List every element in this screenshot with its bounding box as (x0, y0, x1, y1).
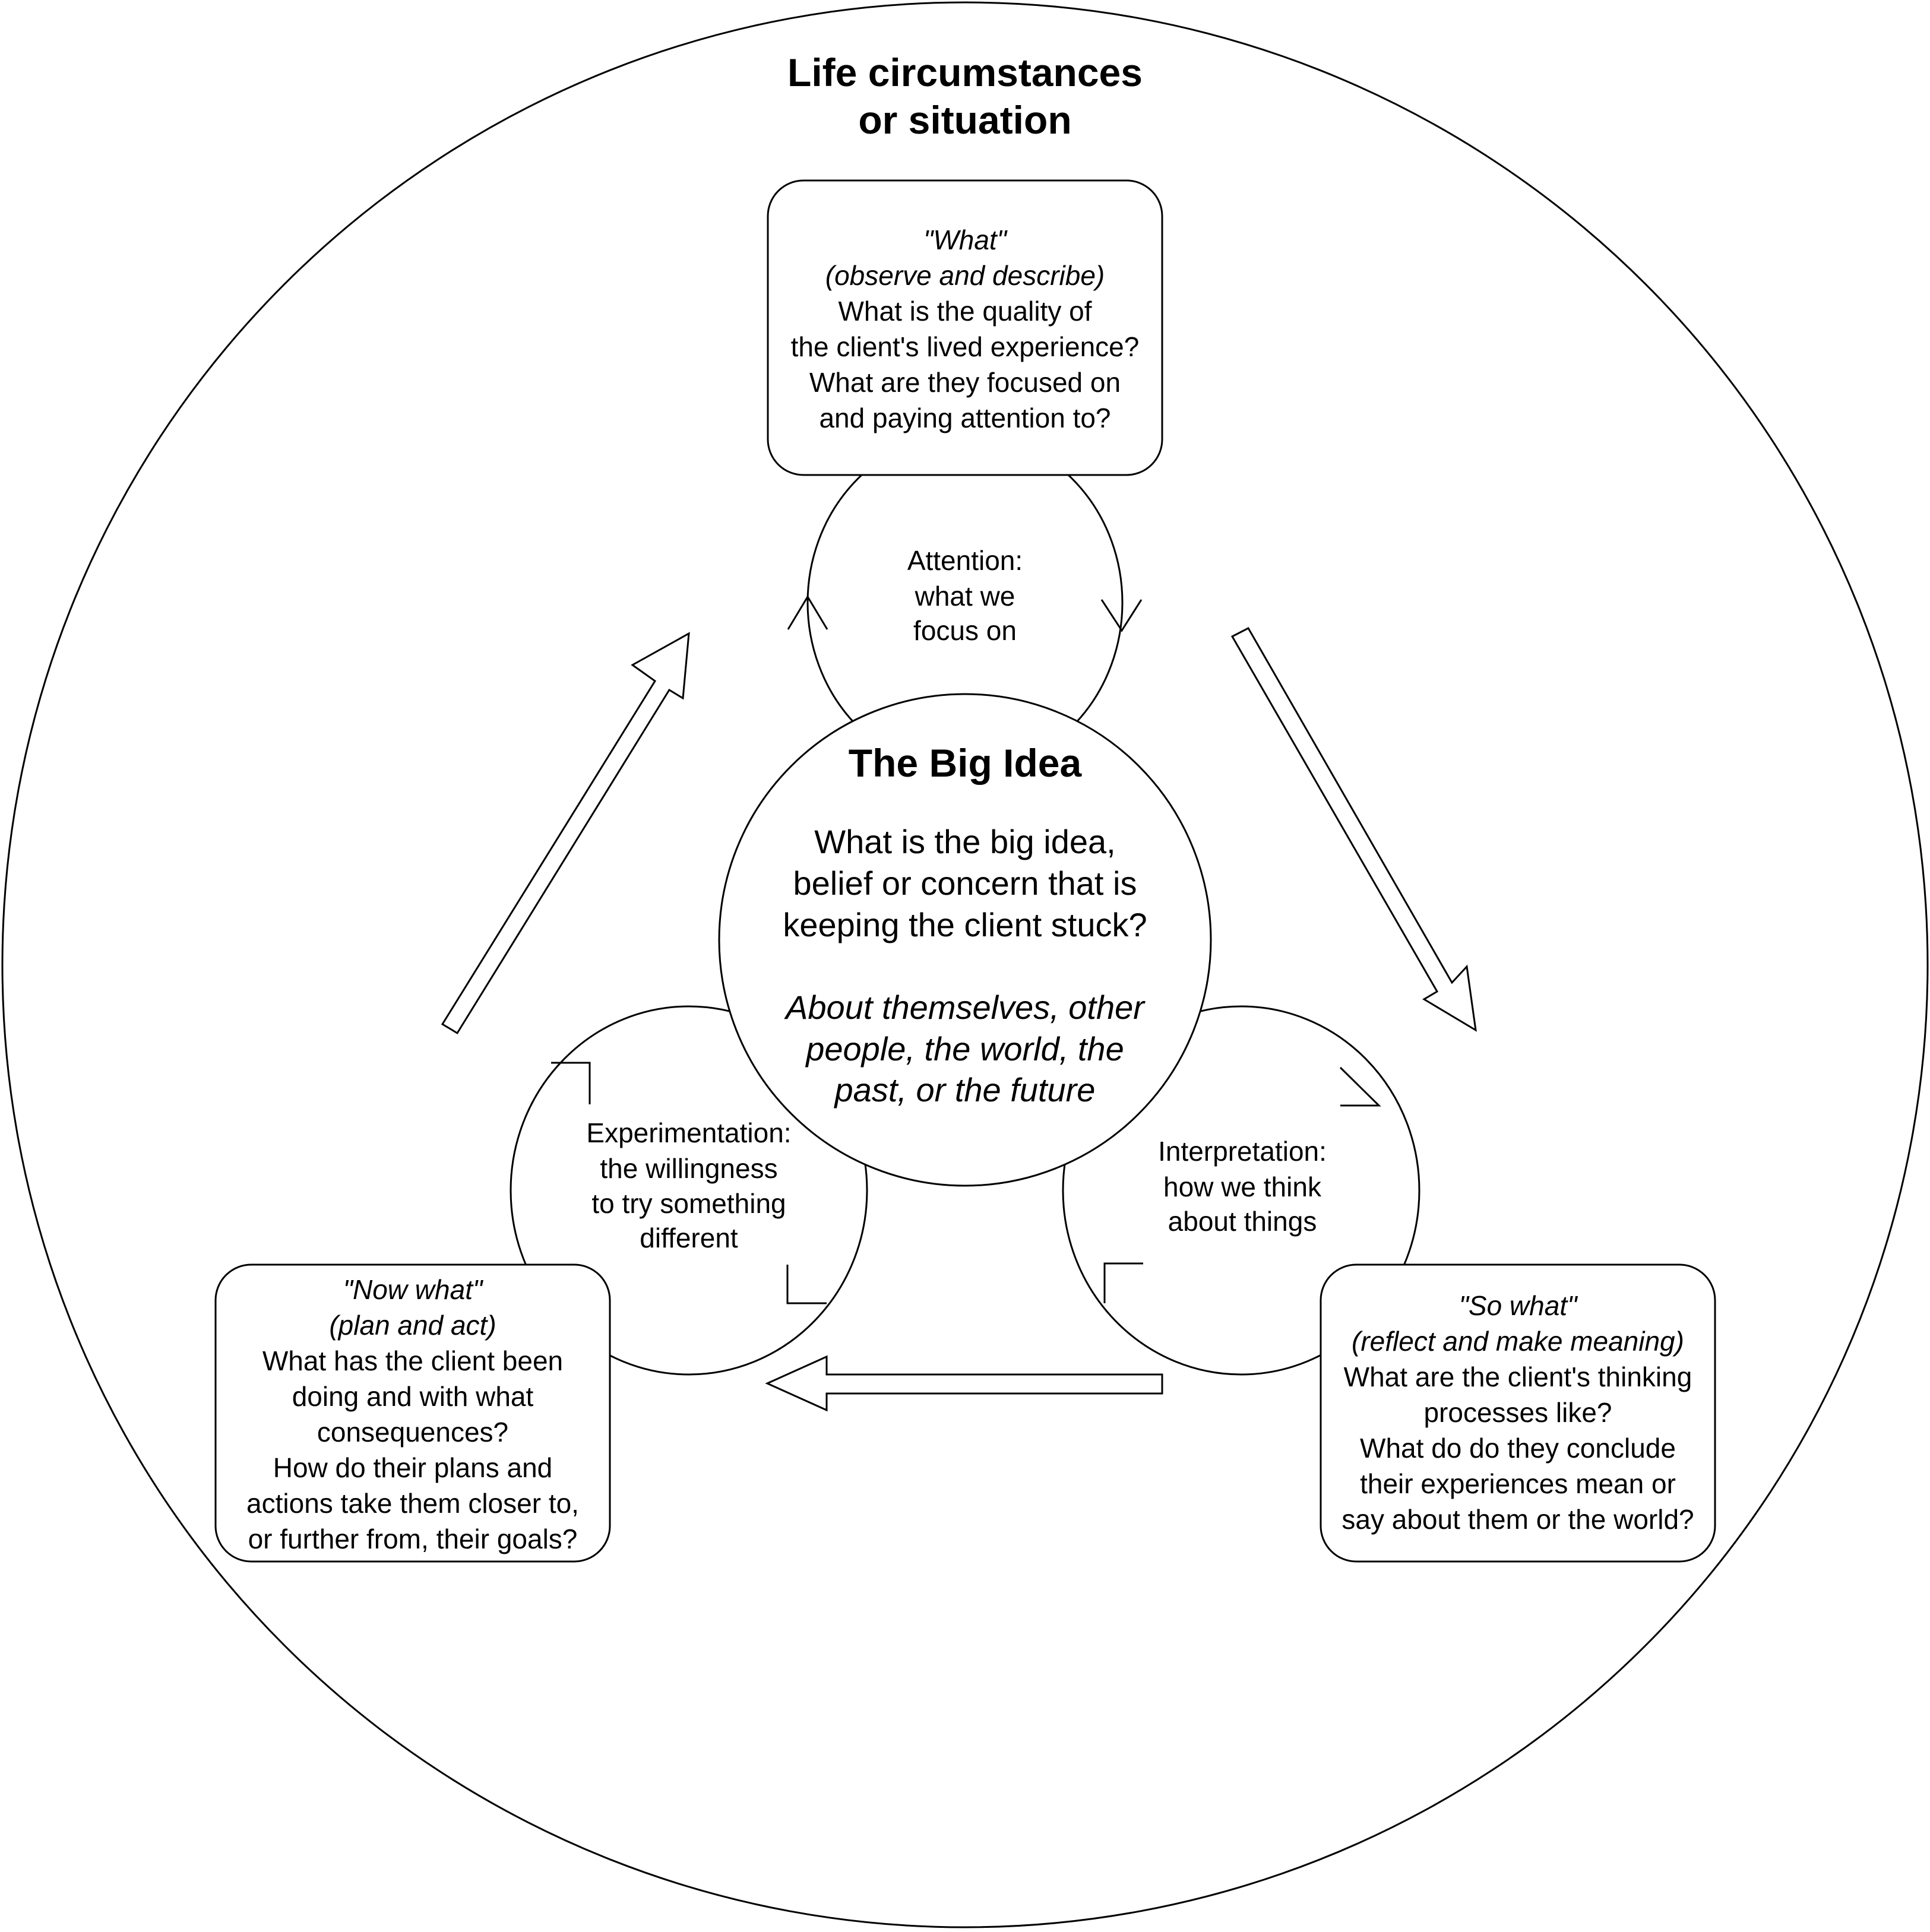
experimentation-label: to try something (591, 1188, 786, 1219)
arrow-to-so-what (1230, 627, 1477, 1032)
experimentation-label: Experimentation: (586, 1117, 791, 1148)
what-box (767, 179, 1163, 476)
big-idea-note: people, the world, the (805, 1030, 1124, 1068)
interpretation-label: how we think (1163, 1171, 1322, 1202)
what-box-heading: "What" (923, 224, 1008, 255)
experimentation-bottom-arrowhead (786, 1265, 827, 1304)
what-box-line: What is the quality of (839, 296, 1092, 327)
big-idea-question: belief or concern that is (793, 864, 1137, 902)
attention-up-arrowhead (787, 595, 828, 630)
attention-label: Attention: (907, 545, 1023, 576)
interpretation-label: about things (1168, 1206, 1317, 1237)
experimentation-label: different (640, 1222, 738, 1253)
what-box-line: and paying attention to? (819, 403, 1110, 433)
what-box-line: the client's lived experience? (791, 331, 1140, 362)
diagram-title-line-2: or situation (858, 98, 1071, 142)
what-box-line: What are they focused on (809, 367, 1121, 398)
arrow-to-what (441, 632, 690, 1035)
experimentation-label: the willingness (600, 1153, 777, 1184)
so-what-box-line: What are the client's thinking (1344, 1361, 1692, 1392)
diagram-title-line-1: Life circumstances (787, 50, 1143, 94)
big-idea-question: keeping the client stuck? (783, 906, 1147, 943)
now-what-box-line: How do their plans and (273, 1452, 553, 1483)
experimentation-loop (510, 1005, 868, 1376)
big-idea-note: past, or the future (834, 1071, 1096, 1108)
now-what-box-line: What has the client been (262, 1345, 563, 1376)
now-what-box-subheading: (plan and act) (329, 1310, 496, 1341)
so-what-box-subheading: (reflect and make meaning) (1352, 1326, 1684, 1357)
attention-label: focus on (913, 615, 1017, 646)
so-what-box-line: their experiences mean or (1360, 1468, 1676, 1499)
big-idea-circle (718, 693, 1212, 1187)
so-what-box-heading: "So what" (1459, 1290, 1579, 1321)
now-what-box (214, 1263, 611, 1563)
arrow-to-now-what (765, 1355, 1163, 1412)
interpretation-loop (1062, 1005, 1420, 1376)
big-idea-note: About themselves, other (784, 989, 1146, 1026)
experimentation-top-arrowhead (551, 1062, 591, 1104)
so-what-box-line: What do do they conclude (1360, 1433, 1676, 1464)
now-what-box-heading: "Now what" (343, 1274, 484, 1305)
interpretation-right-arrowhead (1339, 1066, 1381, 1107)
big-idea-title: The Big Idea (849, 741, 1083, 785)
now-what-box-line: consequences? (317, 1417, 508, 1448)
so-what-box (1320, 1263, 1716, 1563)
what-box-subheading: (observe and describe) (825, 260, 1105, 291)
now-what-box-line: doing and with what (292, 1381, 534, 1412)
big-idea-question: What is the big idea, (814, 823, 1115, 860)
interpretation-label: Interpretation: (1158, 1136, 1327, 1167)
so-what-box-line: processes like? (1423, 1397, 1612, 1428)
so-what-box-line: say about them or the world? (1341, 1504, 1694, 1535)
interpretation-left-arrowhead (1103, 1262, 1143, 1303)
now-what-box-line: or further from, their goals? (248, 1524, 578, 1554)
attention-down-arrowhead (1100, 599, 1143, 632)
now-what-box-line: actions take them closer to, (246, 1488, 579, 1519)
attention-label: what we (915, 581, 1015, 612)
